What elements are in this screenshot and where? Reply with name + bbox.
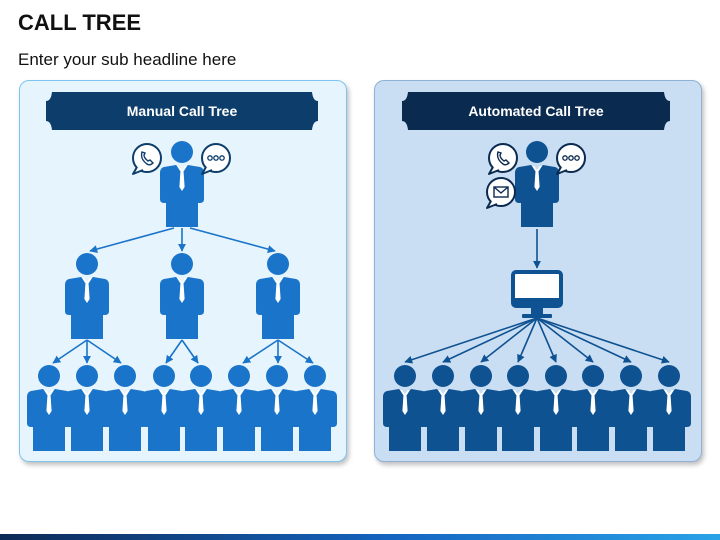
automated-banner-shape (402, 92, 670, 130)
phone-bubble-icon (488, 143, 518, 175)
email-bubble-icon (486, 177, 516, 209)
connector-arrow (442, 317, 538, 363)
person-icon (647, 365, 691, 451)
connector-arrow (517, 317, 538, 363)
person-icon (160, 141, 204, 227)
person-icon (515, 141, 559, 227)
person-icon (256, 253, 300, 339)
automated-call-tree-title: Automated Call Tree (468, 103, 604, 119)
connector-arrow (189, 227, 276, 253)
person-icon (571, 365, 615, 451)
page-title: CALL TREE (18, 10, 142, 35)
person-icon (383, 365, 427, 451)
person-icon (179, 365, 223, 451)
person-icon (496, 365, 540, 451)
connector-arrow (536, 317, 594, 363)
connector-arrow (536, 317, 670, 364)
people-group (27, 141, 691, 451)
connector-arrow (480, 317, 538, 363)
computer-monitor-icon (511, 270, 563, 318)
connector-arrow (536, 317, 632, 363)
chat-dots-bubble-icon (556, 143, 586, 175)
connector-arrow (89, 227, 175, 253)
connector-arrow (181, 339, 199, 364)
phone-bubble-icon (132, 143, 162, 175)
manual-banner-shape (46, 92, 318, 130)
chat-dots-bubble-icon (201, 143, 231, 175)
automated-arrows (404, 229, 670, 364)
connector-arrow (404, 317, 538, 364)
person-icon (217, 365, 261, 451)
manual-arrows (52, 227, 314, 364)
connector-arrow (52, 339, 88, 364)
person-icon (255, 365, 299, 451)
connector-arrow (277, 339, 314, 364)
connector-arrow (86, 339, 122, 364)
person-icon (160, 253, 204, 339)
page-subtitle: Enter your sub headline here (18, 50, 237, 69)
person-icon (421, 365, 465, 451)
person-icon (103, 365, 147, 451)
person-icon (65, 365, 109, 451)
manual-call-tree-title: Manual Call Tree (126, 103, 238, 119)
person-icon (534, 365, 578, 451)
person-icon (65, 253, 109, 339)
connector-arrow (165, 339, 183, 364)
person-icon (142, 365, 186, 451)
person-icon (27, 365, 71, 451)
person-icon (609, 365, 653, 451)
person-icon (459, 365, 503, 451)
person-icon (293, 365, 337, 451)
connector-arrow (536, 317, 557, 363)
connector-arrow (242, 339, 279, 364)
footer-accent-bar (0, 534, 720, 540)
